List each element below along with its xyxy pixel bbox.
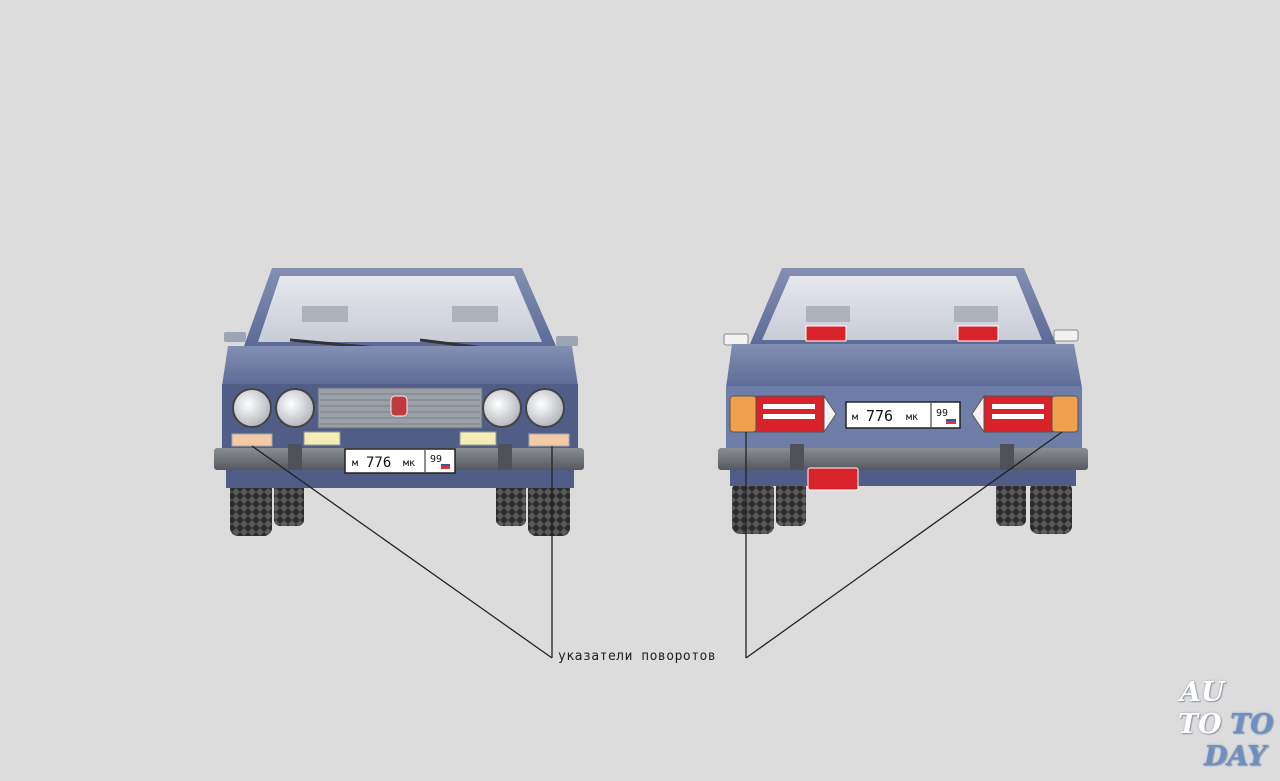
front-plate-letters: мк [403,458,415,469]
rear-plate-region: 99 [936,408,948,419]
front-left-tire [230,482,272,536]
rear-mirror-right [1053,329,1079,342]
front-mirror-right [556,336,578,346]
rear-headrest-right [954,306,998,322]
rear-turn-signal-right [1051,395,1079,433]
logo-line-1: AU [1180,677,1225,708]
brake-light-right [957,325,999,342]
front-fog-lamp-right [459,431,497,446]
rear-car: м 776 мк 99 [718,268,1088,534]
tail-light-left [729,394,837,434]
vaz-emblem-icon [390,395,408,417]
rear-plate-number: 776 [866,407,893,425]
rear-lower-body [730,470,1076,486]
front-plate-number: 776 [366,455,391,471]
front-turn-signal-right [528,433,570,447]
rear-left-front-tire [776,482,806,526]
front-plate-letter: м [352,458,358,469]
headlamp-inner-left [275,388,315,428]
pointer-front-left [251,445,553,659]
rear-bumper-guard-left [790,444,804,474]
rear-bumper-guard-right [1000,444,1014,474]
logo-line-3: DAY [1204,741,1267,772]
front-turn-signal-left [231,433,273,447]
brake-light-left [805,325,847,342]
front-headrest-right [452,306,498,322]
rear-left-tire [732,482,774,534]
front-hood [222,346,578,386]
front-headrest-left [302,306,348,322]
front-license-plate: м 776 мк 99 [344,448,456,474]
front-bumper-guard-left [288,444,302,474]
front-bumper-guard-right [498,444,512,474]
front-right-rear-tire [496,482,526,526]
rear-plate-letters: мк [906,412,918,423]
front-right-tire [528,482,570,536]
autotoday-logo: AU TO TO DAY [1176,678,1280,778]
front-fog-lamp-left [303,431,341,446]
front-windshield [258,276,542,342]
headlamp-inner-right [482,388,522,428]
rear-right-front-tire [996,482,1026,526]
logo-line-2b: TO [1230,709,1274,740]
front-lower-body [226,470,574,488]
logo-line-2a: TO [1178,709,1222,740]
rear-plate-letter: м [852,412,858,423]
front-car: м 776 мк 99 [214,268,584,536]
headlamp-outer-right [525,388,565,428]
tail-light-right [971,394,1079,434]
rear-bumper [718,448,1088,470]
rear-window [762,276,1042,340]
rear-turn-signal-left [729,395,757,433]
front-plate-region: 99 [430,454,442,465]
pointer-lines [251,431,1063,659]
front-mirror-left [224,332,246,342]
pointer-rear-right [745,431,1063,659]
rear-license-plate: м 776 мк 99 [845,401,961,429]
rear-fog-light [807,467,859,491]
headlamp-outer-left [232,388,272,428]
rear-headrest-left [806,306,850,322]
rear-trunk-lid [726,344,1082,388]
turn-signals-label: указатели поворотов [558,649,717,664]
rear-mirror-left [723,333,749,346]
front-left-rear-tire [274,482,304,526]
rear-right-tire [1030,482,1072,534]
